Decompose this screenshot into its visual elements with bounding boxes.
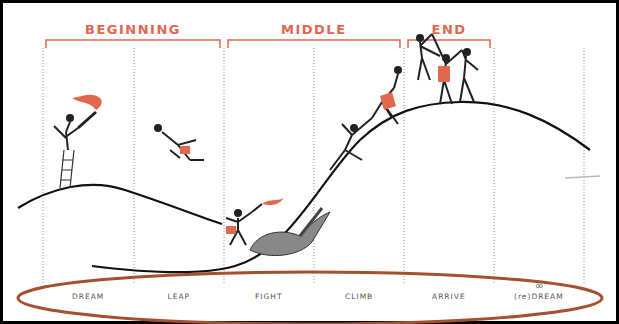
step-label: LEAP xyxy=(168,292,191,301)
step-label: FIGHT xyxy=(255,292,283,301)
climbing-figures xyxy=(330,66,402,170)
infinity-symbol: ∞ xyxy=(535,280,543,291)
dragon xyxy=(250,208,330,256)
dreamer-figure xyxy=(54,95,102,188)
phase-label: MIDDLE xyxy=(281,22,347,37)
phase-label: BEGINNING xyxy=(85,22,181,37)
journey-curve xyxy=(18,102,590,272)
mark xyxy=(565,176,600,178)
phase-label: END xyxy=(432,22,467,37)
highlight-ellipse xyxy=(18,272,602,324)
column-dividers xyxy=(43,48,584,285)
leaping-figure xyxy=(154,124,204,160)
step-label: ARRIVE xyxy=(432,292,466,301)
step-label: CLIMB xyxy=(345,292,373,301)
dancing-figures xyxy=(416,34,478,104)
step-label: DREAM xyxy=(72,292,104,301)
step-label: (re)DREAM xyxy=(514,292,564,301)
